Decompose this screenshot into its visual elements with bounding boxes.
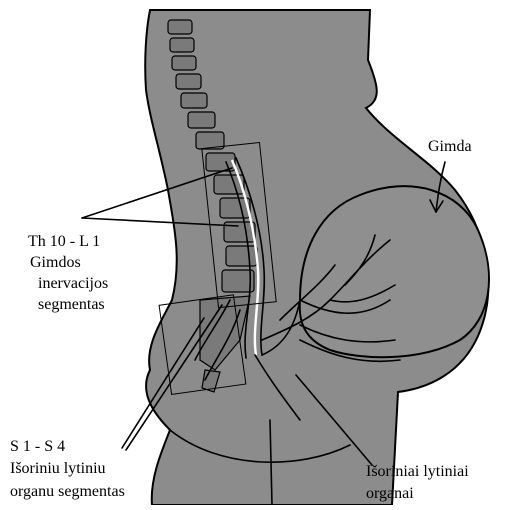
label-s-segment-name-2: organu segmentas bbox=[10, 482, 125, 501]
label-th-segment: Th 10 - L 1 bbox=[28, 232, 100, 251]
label-th-segment-name-3: segmentas bbox=[38, 295, 105, 314]
label-s-segment: S 1 - S 4 bbox=[10, 437, 65, 456]
label-th-segment-name-1: Gimdos bbox=[30, 253, 81, 272]
label-external-organs-2: organai bbox=[366, 484, 414, 503]
label-s-segment-name-1: Išoriniu lytiniu bbox=[10, 459, 106, 478]
label-gimda: Gimda bbox=[428, 137, 472, 156]
label-external-organs-1: Išoriniai lytiniai bbox=[366, 462, 469, 481]
label-th-segment-name-2: inervacijos bbox=[38, 274, 108, 293]
